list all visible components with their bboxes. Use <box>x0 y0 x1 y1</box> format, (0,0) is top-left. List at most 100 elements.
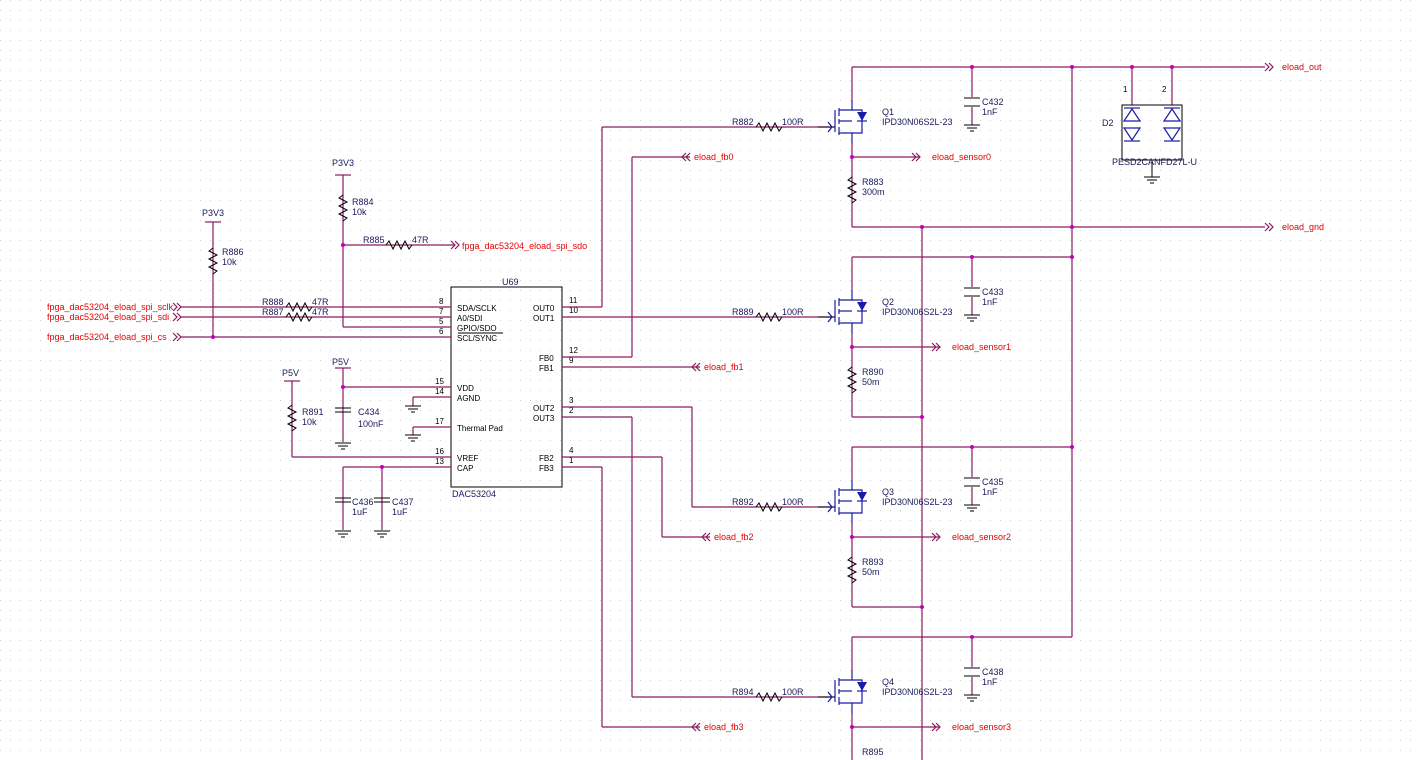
resistor-r891[interactable]: R891 10k <box>286 404 324 432</box>
mosfet-q2[interactable]: Q2 IPD30N06S2L-23 <box>818 290 953 334</box>
capacitor-c436[interactable]: C436 1uF <box>335 497 374 538</box>
ic-pin-num: 4 <box>569 446 574 455</box>
resistor-value: 100R <box>782 307 804 317</box>
mosfet-q3[interactable]: Q3 IPD30N06S2L-23 <box>818 480 953 524</box>
resistor-value: 47R <box>312 297 329 307</box>
power-label: P5V <box>282 368 299 378</box>
resistor-r893[interactable]: R893 50m <box>846 556 884 584</box>
net-label[interactable]: fpga_dac53204_eload_spi_sclk <box>47 302 174 312</box>
mosfet-ref: Q3 <box>882 487 894 497</box>
ic-ref: U69 <box>502 277 519 287</box>
capacitor-value: 1uF <box>392 507 408 517</box>
resistor-ref: R893 <box>862 557 884 567</box>
ic-pin-name: CAP <box>457 464 473 473</box>
resistor-value: 100R <box>782 687 804 697</box>
net-label[interactable]: eload_out <box>1282 62 1322 72</box>
ic-pin-name: OUT0 <box>533 304 555 313</box>
capacitor-value: 1nF <box>982 487 998 497</box>
resistor-ref: R891 <box>302 407 324 417</box>
wires-spi <box>180 126 835 728</box>
ic-pin-num: 6 <box>439 327 444 336</box>
ic-pin-num: 9 <box>569 356 574 365</box>
diode-d2[interactable]: 1 2 D2 PESD2CANFD27L-U <box>1102 85 1197 177</box>
ic-pin-num: 2 <box>569 406 574 415</box>
resistor-r882[interactable]: R882 100R <box>732 117 804 133</box>
net-label[interactable]: fpga_dac53204_eload_spi_cs <box>47 332 167 342</box>
capacitor-value: 100nF <box>358 419 384 429</box>
ic-part: DAC53204 <box>452 489 496 499</box>
resistor-value: 10k <box>302 417 317 427</box>
junctions <box>211 65 1174 729</box>
capacitor-ref: C434 <box>358 407 380 417</box>
resistor-ref: R886 <box>222 247 244 257</box>
net-label[interactable]: eload_gnd <box>1282 222 1324 232</box>
resistor-ref: R890 <box>862 367 884 377</box>
resistor-r884[interactable]: R884 10k <box>337 194 374 222</box>
ic-pin-name: FB2 <box>539 454 554 463</box>
ic-pin-name: AGND <box>457 394 480 403</box>
resistor-r890[interactable]: R890 50m <box>846 366 884 394</box>
ic-pin-name: VREF <box>457 454 478 463</box>
resistor-r885[interactable]: R885 47R <box>363 235 429 251</box>
net-label[interactable]: eload_sensor0 <box>932 152 991 162</box>
ic-u69[interactable]: U69 DAC53204 SDA/SCLK A0/SDI GPIO/SDO SC… <box>435 277 578 499</box>
capacitor-value: 1uF <box>352 507 368 517</box>
diode-ref: D2 <box>1102 118 1114 128</box>
resistor-value: 50m <box>862 567 880 577</box>
power-label: P3V3 <box>202 208 224 218</box>
ic-pin-name: OUT1 <box>533 314 555 323</box>
resistor-r892[interactable]: R892 100R <box>732 497 804 513</box>
net-label[interactable]: eload_sensor2 <box>952 532 1011 542</box>
input-nets: fpga_dac53204_eload_spi_sclk fpga_dac532… <box>47 302 182 342</box>
resistor-r883[interactable]: R883 300m <box>846 176 885 204</box>
resistor-r894[interactable]: R894 100R <box>732 687 804 703</box>
net-label[interactable]: eload_fb0 <box>694 152 734 162</box>
capacitor-ref: C433 <box>982 287 1004 297</box>
resistor-r888[interactable]: R888 47R <box>262 297 329 313</box>
mosfet-part: IPD30N06S2L-23 <box>882 117 953 127</box>
mosfet-ref: Q4 <box>882 677 894 687</box>
mosfet-q4[interactable]: Q4 IPD30N06S2L-23 <box>818 670 953 714</box>
resistor-r886[interactable]: R886 10k <box>207 247 244 275</box>
resistor-r895[interactable]: R895 <box>862 747 884 757</box>
capacitor-c437[interactable]: C437 1uF <box>374 497 414 538</box>
capacitor-c433[interactable]: C433 1nF <box>964 287 1004 322</box>
resistor-value: 10k <box>222 257 237 267</box>
resistor-ref: R895 <box>862 747 884 757</box>
capacitor-c432[interactable]: C432 1nF <box>964 97 1004 132</box>
mosfet-q1[interactable]: Q1 IPD30N06S2L-23 <box>818 100 953 144</box>
ic-pin-name: GPIO/SDO <box>457 324 497 333</box>
ic-pin-num: 8 <box>439 297 444 306</box>
net-label[interactable]: fpga_dac53204_eload_spi_sdo <box>462 241 587 251</box>
net-label[interactable]: eload_fb3 <box>704 722 744 732</box>
ic-pin-num: 15 <box>435 377 444 386</box>
ic-pin-name: FB0 <box>539 354 554 363</box>
resistor-value: 47R <box>312 307 329 317</box>
capacitor-value: 1nF <box>982 677 998 687</box>
net-label[interactable]: eload_sensor1 <box>952 342 1011 352</box>
mosfet-part: IPD30N06S2L-23 <box>882 307 953 317</box>
ic-pin-name: Thermal Pad <box>457 424 503 433</box>
resistor-value: 50m <box>862 377 880 387</box>
resistor-value: 300m <box>862 187 885 197</box>
net-label[interactable]: eload_fb2 <box>714 532 754 542</box>
net-label[interactable]: eload_fb1 <box>704 362 744 372</box>
ic-pin-name: SDA/SCLK <box>457 304 497 313</box>
ic-pin-num: 14 <box>435 387 444 396</box>
ic-pin-num: 1 <box>569 456 574 465</box>
capacitor-c435[interactable]: C435 1nF <box>964 477 1004 512</box>
capacitor-ref: C438 <box>982 667 1004 677</box>
resistor-ref: R894 <box>732 687 754 697</box>
resistor-r887[interactable]: R887 47R <box>262 307 329 323</box>
resistor-value: 100R <box>782 497 804 507</box>
ic-pin-num: 3 <box>569 396 574 405</box>
capacitor-c438[interactable]: C438 1nF <box>964 667 1004 702</box>
diode-part: PESD2CANFD27L-U <box>1112 157 1197 167</box>
capacitor-c434[interactable]: C434 100nF <box>335 407 384 450</box>
capacitor-ref: C435 <box>982 477 1004 487</box>
resistor-r889[interactable]: R889 100R <box>732 307 804 323</box>
net-label[interactable]: fpga_dac53204_eload_spi_sdi <box>47 312 169 322</box>
resistor-ref: R882 <box>732 117 754 127</box>
net-label[interactable]: eload_sensor3 <box>952 722 1011 732</box>
